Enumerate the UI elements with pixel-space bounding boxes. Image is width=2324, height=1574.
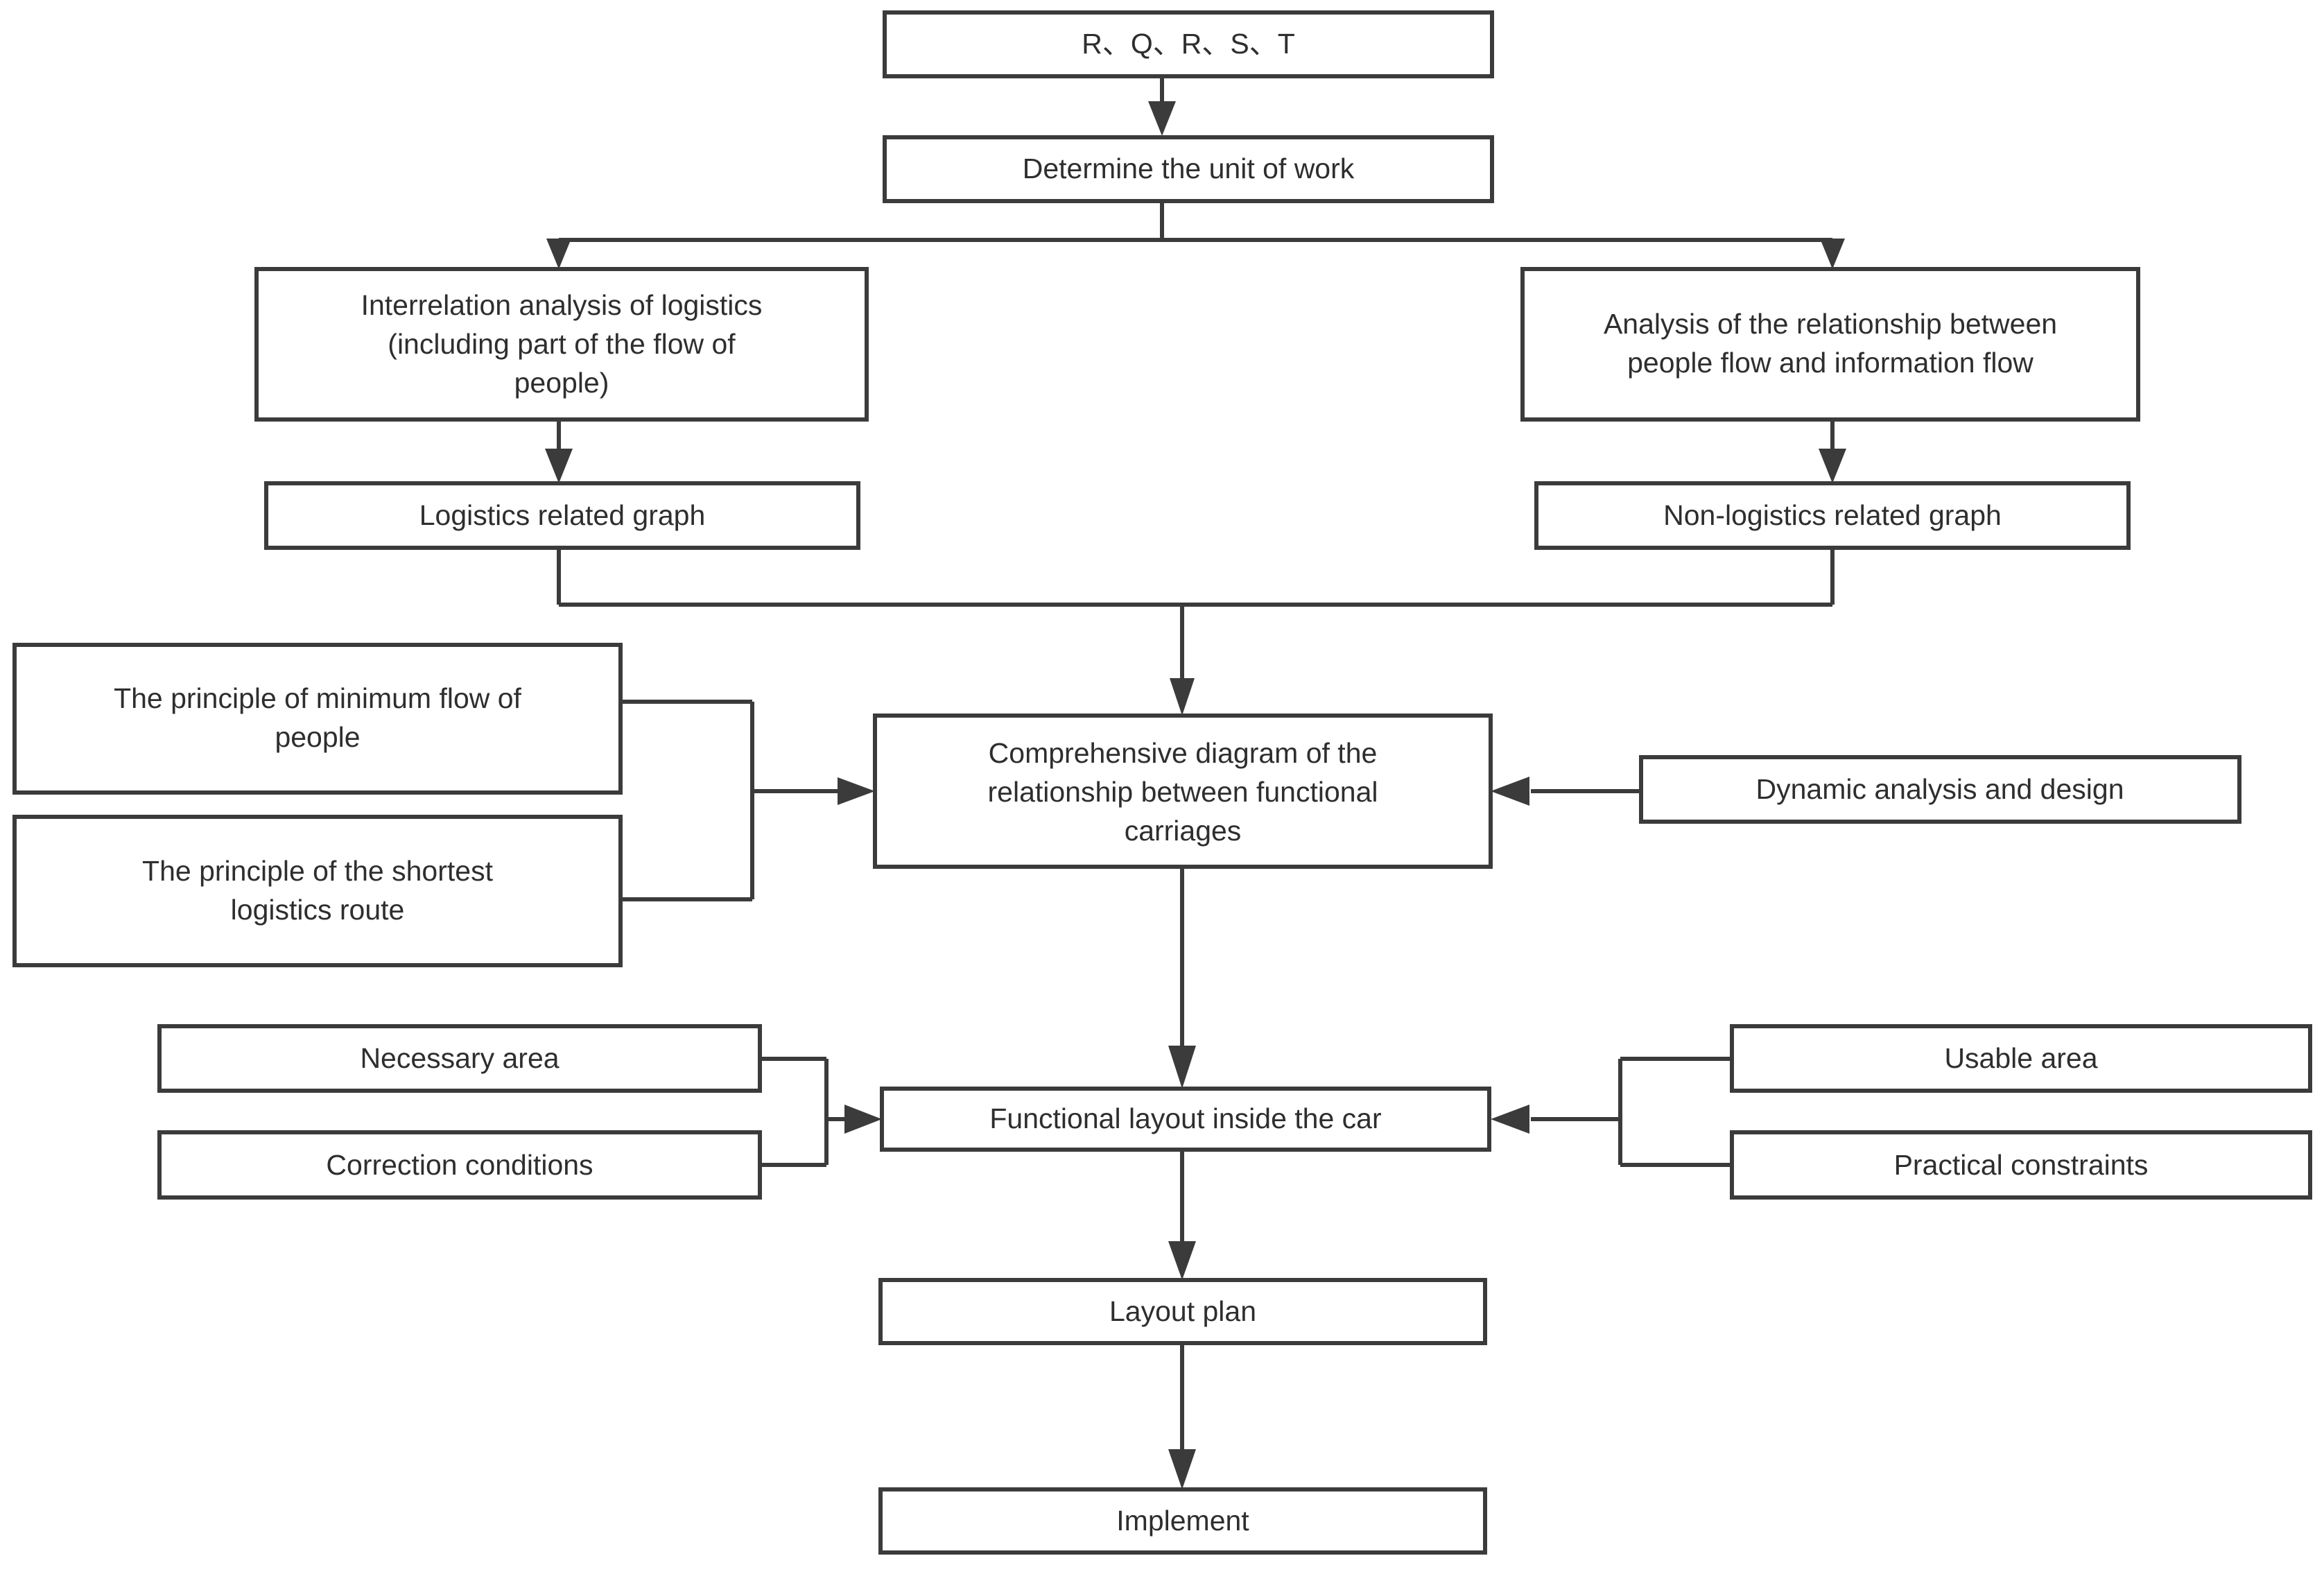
- node-correction-conditions[interactable]: Correction conditions: [157, 1130, 762, 1200]
- node-people-info-analysis-line2: people flow and information flow: [1627, 347, 2034, 379]
- node-layout-plan[interactable]: Layout plan: [878, 1278, 1487, 1345]
- node-logistics-analysis-box[interactable]: [254, 267, 869, 422]
- arrowhead-left-conditions-to-functional-layout: [844, 1105, 882, 1134]
- node-comprehensive-diagram[interactable]: Comprehensive diagram of the relationshi…: [873, 714, 1493, 869]
- node-min-flow-principle-box[interactable]: [12, 643, 623, 795]
- node-logistics-analysis[interactable]: Interrelation analysis of logistics (inc…: [254, 267, 869, 422]
- connector-layer: [545, 76, 1846, 1489]
- node-usable-area-label: Usable area: [1944, 1042, 2097, 1074]
- node-dynamic-analysis-box[interactable]: [1639, 755, 2241, 824]
- node-necessary-area-box[interactable]: [157, 1024, 762, 1093]
- node-people-info-analysis-line1: Analysis of the relationship between: [1604, 308, 2057, 340]
- node-layout-plan-box[interactable]: [878, 1278, 1487, 1345]
- node-people-info-analysis[interactable]: Analysis of the relationship between peo…: [1520, 267, 2140, 422]
- node-logistics-graph-box[interactable]: [264, 481, 860, 550]
- node-usable-area-box[interactable]: [1730, 1024, 2312, 1093]
- node-dynamic-analysis-label: Dynamic analysis and design: [1756, 773, 2124, 805]
- node-inputs-box[interactable]: [883, 10, 1494, 78]
- arrowhead-functional-layout-to-layout-plan: [1168, 1241, 1196, 1280]
- arrowhead-dynamic-analysis-to-comprehensive: [1491, 777, 1529, 806]
- node-implement-box[interactable]: [878, 1487, 1487, 1555]
- node-logistics-analysis-line3: people): [514, 367, 609, 399]
- node-necessary-area[interactable]: Necessary area: [157, 1024, 762, 1093]
- node-usable-area[interactable]: Usable area: [1730, 1024, 2312, 1093]
- arrowhead-principles-to-comprehensive: [838, 777, 875, 805]
- node-inputs[interactable]: R、Q、R、S、T: [883, 10, 1494, 78]
- arrowhead-graphs-to-comprehensive: [1170, 678, 1195, 716]
- node-practical-constraints-label: Practical constraints: [1894, 1149, 2149, 1181]
- node-inputs-label: R、Q、R、S、T: [1082, 28, 1295, 60]
- node-necessary-area-label: Necessary area: [360, 1042, 559, 1074]
- arrowhead-split-right: [1820, 239, 1845, 269]
- node-min-flow-principle-line2: people: [275, 721, 360, 753]
- node-non-logistics-graph[interactable]: Non-logistics related graph: [1534, 481, 2131, 550]
- node-shortest-route-principle-line2: logistics route: [231, 894, 405, 926]
- node-layout-plan-label: Layout plan: [1109, 1295, 1256, 1327]
- node-practical-constraints-box[interactable]: [1730, 1130, 2312, 1200]
- arrowhead-comprehensive-to-functional-layout: [1168, 1046, 1196, 1089]
- arrowhead-logistics-analysis-to-graph: [545, 449, 573, 483]
- node-min-flow-principle-line1: The principle of minimum flow of: [114, 682, 521, 714]
- node-implement[interactable]: Implement: [878, 1487, 1487, 1555]
- node-shortest-route-principle-box[interactable]: [12, 815, 623, 967]
- node-determine-unit-box[interactable]: [883, 135, 1494, 203]
- node-non-logistics-graph-label: Non-logistics related graph: [1663, 499, 2002, 531]
- node-logistics-graph-label: Logistics related graph: [419, 499, 706, 531]
- node-correction-conditions-box[interactable]: [157, 1130, 762, 1200]
- node-dynamic-analysis[interactable]: Dynamic analysis and design: [1639, 755, 2241, 824]
- node-logistics-analysis-line2: (including part of the flow of: [388, 328, 736, 360]
- node-practical-constraints[interactable]: Practical constraints: [1730, 1130, 2312, 1200]
- node-functional-layout-label: Functional layout inside the car: [989, 1102, 1381, 1134]
- node-non-logistics-graph-box[interactable]: [1534, 481, 2131, 550]
- node-logistics-graph[interactable]: Logistics related graph: [264, 481, 860, 550]
- node-functional-layout-box[interactable]: [880, 1087, 1491, 1152]
- arrowhead-people-info-analysis-to-graph: [1819, 449, 1846, 483]
- node-logistics-analysis-line1: Interrelation analysis of logistics: [361, 289, 763, 321]
- arrowhead-split-left: [546, 239, 571, 269]
- node-min-flow-principle[interactable]: The principle of minimum flow of people: [12, 643, 623, 795]
- node-implement-label: Implement: [1116, 1505, 1249, 1537]
- node-determine-unit-label: Determine the unit of work: [1023, 153, 1355, 184]
- node-determine-unit[interactable]: Determine the unit of work: [883, 135, 1494, 203]
- node-shortest-route-principle-line1: The principle of the shortest: [142, 855, 494, 887]
- node-functional-layout[interactable]: Functional layout inside the car: [880, 1087, 1491, 1152]
- node-comprehensive-diagram-box[interactable]: [873, 714, 1493, 869]
- node-correction-conditions-label: Correction conditions: [326, 1149, 593, 1181]
- arrowhead-inputs-to-determine-unit: [1148, 101, 1176, 136]
- node-comprehensive-diagram-line1: Comprehensive diagram of the: [989, 737, 1378, 769]
- node-shortest-route-principle[interactable]: The principle of the shortest logistics …: [12, 815, 623, 967]
- arrowhead-layout-plan-to-implement: [1168, 1449, 1196, 1489]
- node-people-info-analysis-box[interactable]: [1520, 267, 2140, 422]
- node-comprehensive-diagram-line2: relationship between functional: [988, 776, 1378, 808]
- arrowhead-right-conditions-to-functional-layout: [1491, 1105, 1529, 1134]
- node-comprehensive-diagram-line3: carriages: [1125, 815, 1242, 847]
